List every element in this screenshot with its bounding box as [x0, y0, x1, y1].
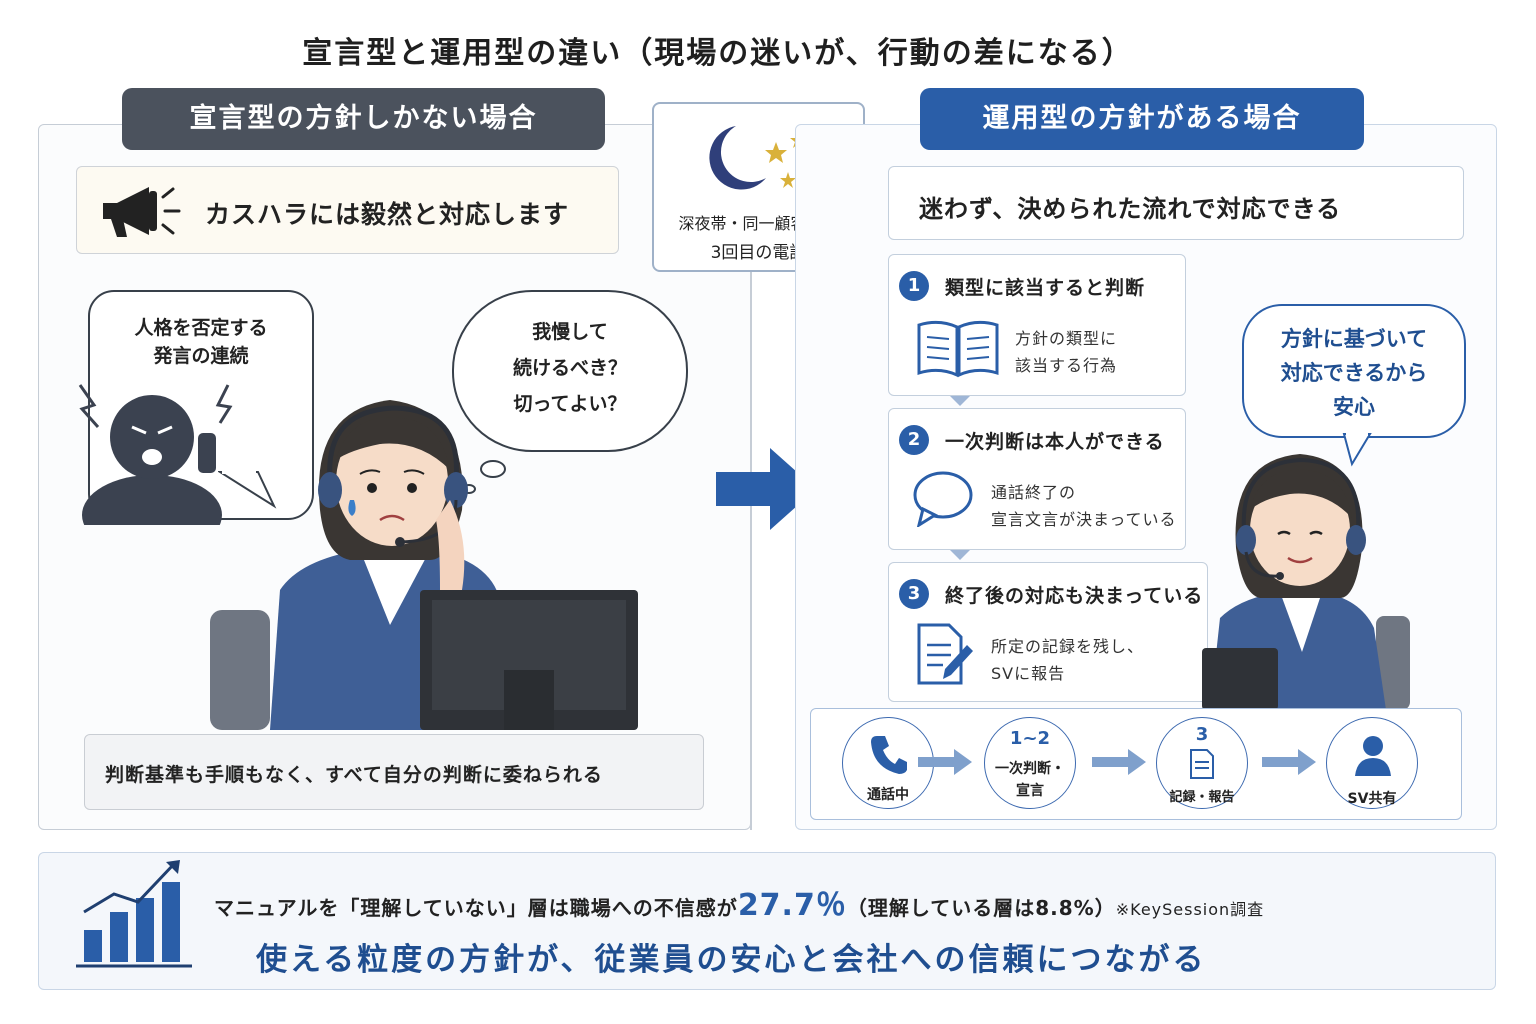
- step-desc-2: 通話終了の 宣言文言が決まっている: [991, 479, 1177, 533]
- reassurance-line-3: 安心: [1333, 395, 1375, 419]
- worried-operator-illustration: [210, 400, 638, 730]
- stats-banner: [38, 852, 1496, 990]
- scenario-line-2: 3回目の電話: [710, 243, 807, 263]
- stat-source: ※KeySession調査: [1115, 900, 1265, 919]
- flow-arrow-icon: [918, 749, 972, 775]
- reassurance-line-2: 対応できるから: [1280, 361, 1428, 385]
- step-title-1: 類型に該当すると判断: [945, 277, 1146, 299]
- thought-line-2: 続けるべき？: [512, 357, 627, 379]
- left-bottom-note-text: 判断基準も手順もなく、すべて自分の判断に委ねられる: [105, 764, 603, 786]
- angry-caller-icon: [78, 384, 233, 525]
- step-card-2: 2 一次判断は本人ができる 通話終了の 宣言文言が決まっている: [888, 408, 1186, 550]
- step-desc-3-line-1: 所定の記録を残し、: [991, 637, 1145, 656]
- declaration-text: カスハラには毅然と対応します: [205, 200, 570, 229]
- caller-bubble-line-2: 発言の連続: [153, 345, 249, 367]
- step-connector: [950, 396, 970, 406]
- book-icon: [917, 320, 999, 378]
- flow-arrow-icon: [1262, 749, 1316, 775]
- left-header: 宣言型の方針しかない場合: [122, 88, 605, 150]
- transition-arrow-icon: [716, 448, 816, 530]
- right-header: 運用型の方針がある場合: [920, 88, 1364, 150]
- calm-operator-illustration: [1202, 454, 1410, 710]
- bubble-tail: [1342, 432, 1372, 467]
- document-icon: [1190, 749, 1214, 779]
- person-icon: [1355, 736, 1391, 776]
- step-desc-2-line-2: 宣言文言が決まっている: [991, 510, 1177, 529]
- flow-label-judgment-2: 宣言: [1016, 783, 1044, 799]
- flow-arrow-icon: [1092, 749, 1146, 775]
- step-desc-1-line-1: 方針の類型に: [1015, 329, 1118, 348]
- conclusion-text: 使える粒度の方針が、従業員の安心と会社への信頼につながる: [256, 942, 1207, 978]
- stat-line: マニュアルを「理解していない」層は職場への不信感が27.7％（理解している層は8…: [214, 880, 1264, 924]
- flow-top-judgment: 1~2: [1009, 728, 1051, 749]
- bubble-tail: [218, 470, 277, 509]
- step-number-3: 3: [899, 579, 929, 609]
- step-desc-1: 方針の類型に 該当する行為: [1015, 325, 1117, 379]
- step-title-2: 一次判断は本人ができる: [945, 431, 1165, 453]
- stat-value: 27.7％: [737, 888, 847, 923]
- growth-chart-icon: [76, 860, 192, 968]
- megaphone-icon: [103, 187, 181, 237]
- step-desc-1-line-2: 該当する行為: [1015, 356, 1118, 375]
- step-connector: [950, 550, 970, 560]
- flow-step-record: 3 記録・報告: [1156, 717, 1248, 809]
- left-bottom-note: 判断基準も手順もなく、すべて自分の判断に委ねられる: [84, 734, 704, 810]
- page-title: 宣言型と運用型の違い（現場の迷いが、行動の差になる）: [302, 36, 1134, 71]
- headline-text: 迷わず、決められた流れで対応できる: [919, 195, 1342, 223]
- reassurance-bubble: 方針に基づいて 対応できるから 安心: [1242, 304, 1466, 438]
- flow-step-calling: 通話中: [842, 717, 934, 809]
- step-number-1: 1: [899, 271, 929, 301]
- step-number-2: 2: [899, 425, 929, 455]
- step-card-1: 1 類型に該当すると判断 方針の類型に 該当する行為: [888, 254, 1186, 396]
- flow-label-calling: 通話中: [867, 787, 909, 803]
- thought-line-1: 我慢して: [532, 321, 608, 343]
- step-desc-3: 所定の記録を残し、 SVに報告: [991, 633, 1144, 687]
- declaration-card: カスハラには毅然と対応します: [76, 166, 619, 254]
- step-desc-2-line-1: 通話終了の: [991, 483, 1077, 502]
- flow-label-judgment-1: 一次判断・: [995, 761, 1065, 777]
- center-divider: [750, 268, 752, 830]
- thought-dot: [480, 460, 506, 478]
- caller-bubble-line-1: 人格を否定する: [134, 317, 268, 339]
- document-icon: [917, 623, 973, 685]
- flow-label-sv-share: SV共有: [1347, 791, 1397, 807]
- thought-line-3: 切ってよい？: [513, 393, 627, 415]
- stat-prefix: マニュアルを「理解していない」層は職場への不信感が: [214, 896, 738, 920]
- thought-bubble: 我慢して 続けるべき？ 切ってよい？: [452, 290, 688, 452]
- flow-top-record: 3: [1195, 724, 1209, 745]
- flow-step-judgment: 1~2 一次判断・ 宣言: [984, 717, 1076, 809]
- speech-bubble-icon: [913, 471, 973, 527]
- stat-suffix: （理解している層は8.8%）: [846, 896, 1116, 920]
- step-title-3: 終了後の対応も決まっている: [945, 585, 1204, 607]
- flow-step-sv-share: SV共有: [1326, 717, 1418, 809]
- reassurance-line-1: 方針に基づいて: [1280, 327, 1428, 351]
- step-desc-3-line-2: SVに報告: [991, 664, 1066, 683]
- headline-card: 迷わず、決められた流れで対応できる: [888, 166, 1464, 240]
- flow-label-record: 記録・報告: [1169, 790, 1235, 805]
- step-card-3: 3 終了後の対応も決まっている 所定の記録を残し、 SVに報告: [888, 562, 1208, 702]
- phone-icon: [871, 736, 907, 774]
